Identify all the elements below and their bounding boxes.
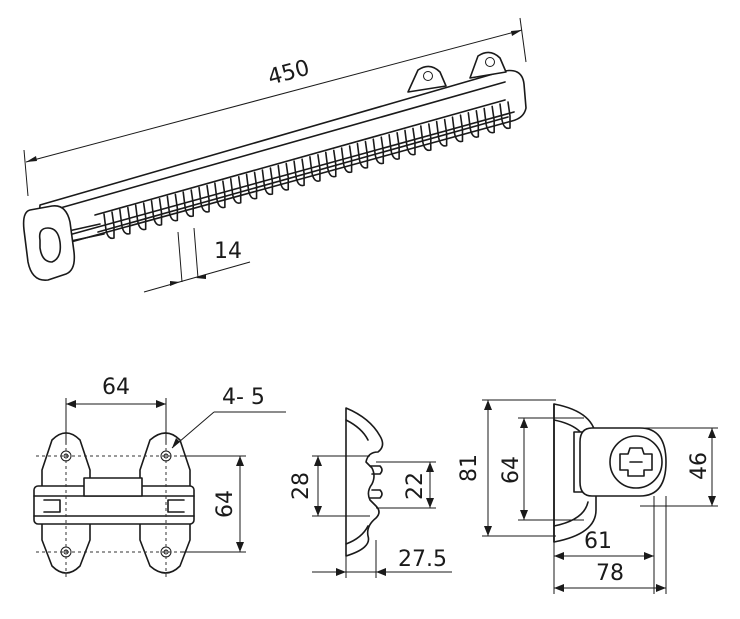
dim-pitch-label: 14 xyxy=(214,239,242,264)
rack-tooth xyxy=(119,206,131,235)
dim-end-right-label: 46 xyxy=(687,452,712,480)
dim-end-width-outer-label: 78 xyxy=(596,561,624,586)
rack-tooth xyxy=(324,149,337,178)
dim-end-width-inner-label: 61 xyxy=(584,529,612,554)
rack-tooth xyxy=(309,154,321,182)
rack-isometric-view xyxy=(22,51,527,281)
rack-tooth xyxy=(499,101,511,130)
dim-hole-spec-label: 4- 5 xyxy=(222,385,265,410)
dimension-end-right: 46 xyxy=(640,427,718,507)
rack-tooth xyxy=(134,202,147,231)
rack-tooth xyxy=(261,167,274,196)
dimension-end-width-inner: 61 xyxy=(553,496,655,594)
dimension-profile-slot: 22 xyxy=(376,461,436,509)
rack-tooth xyxy=(404,127,416,156)
rack-tooth xyxy=(420,123,432,152)
rack-tooth xyxy=(467,110,480,138)
dimension-end-inner: 64 xyxy=(499,417,584,521)
bracket-front-view xyxy=(33,430,196,580)
dim-end-height-label: 81 xyxy=(457,454,482,482)
rack-tooth xyxy=(182,189,194,218)
rack-tooth xyxy=(166,193,179,222)
dimension-end-width-outer: 78 xyxy=(554,496,667,594)
rack-tooth xyxy=(293,158,305,187)
dimension-end-height: 81 xyxy=(457,399,556,537)
dim-profile-depth-label: 27.5 xyxy=(398,547,447,572)
dim-hole-spacing-label: 64 xyxy=(102,375,130,400)
dim-profile-height-label: 28 xyxy=(289,472,314,500)
rack-tooth xyxy=(372,136,385,165)
dim-profile-slot-label: 22 xyxy=(403,472,428,500)
dimension-bracket-height: 64 xyxy=(180,455,246,553)
rack-tooth xyxy=(198,184,210,213)
rack-tooth xyxy=(340,145,353,174)
rack-tooth xyxy=(150,198,163,226)
rack-tooth xyxy=(229,176,242,204)
dimension-profile-height: 28 xyxy=(289,455,370,517)
rack-tooth xyxy=(451,114,464,143)
dim-bracket-height-label: 64 xyxy=(213,490,238,518)
rack-tooth xyxy=(245,171,258,200)
rack-tooth xyxy=(214,180,226,209)
dimension-14: 14 xyxy=(143,227,251,293)
rack-tooth xyxy=(435,118,448,147)
dim-end-inner-label: 64 xyxy=(499,456,524,484)
rack-tooth xyxy=(277,162,290,191)
end-cap-view xyxy=(553,403,667,543)
rack-tooth xyxy=(356,140,369,169)
dimension-profile-depth: 27.5 xyxy=(312,540,452,578)
rack-teeth xyxy=(103,101,511,240)
dimension-hole-spec: 4- 5 xyxy=(171,385,286,449)
dimension-hole-spacing: 64 xyxy=(65,375,167,444)
dim-length-label: 450 xyxy=(265,56,312,91)
profile-section-view xyxy=(345,407,384,557)
rack-tooth xyxy=(388,132,400,160)
rack-tooth xyxy=(103,211,115,240)
rack-tooth xyxy=(483,105,495,134)
